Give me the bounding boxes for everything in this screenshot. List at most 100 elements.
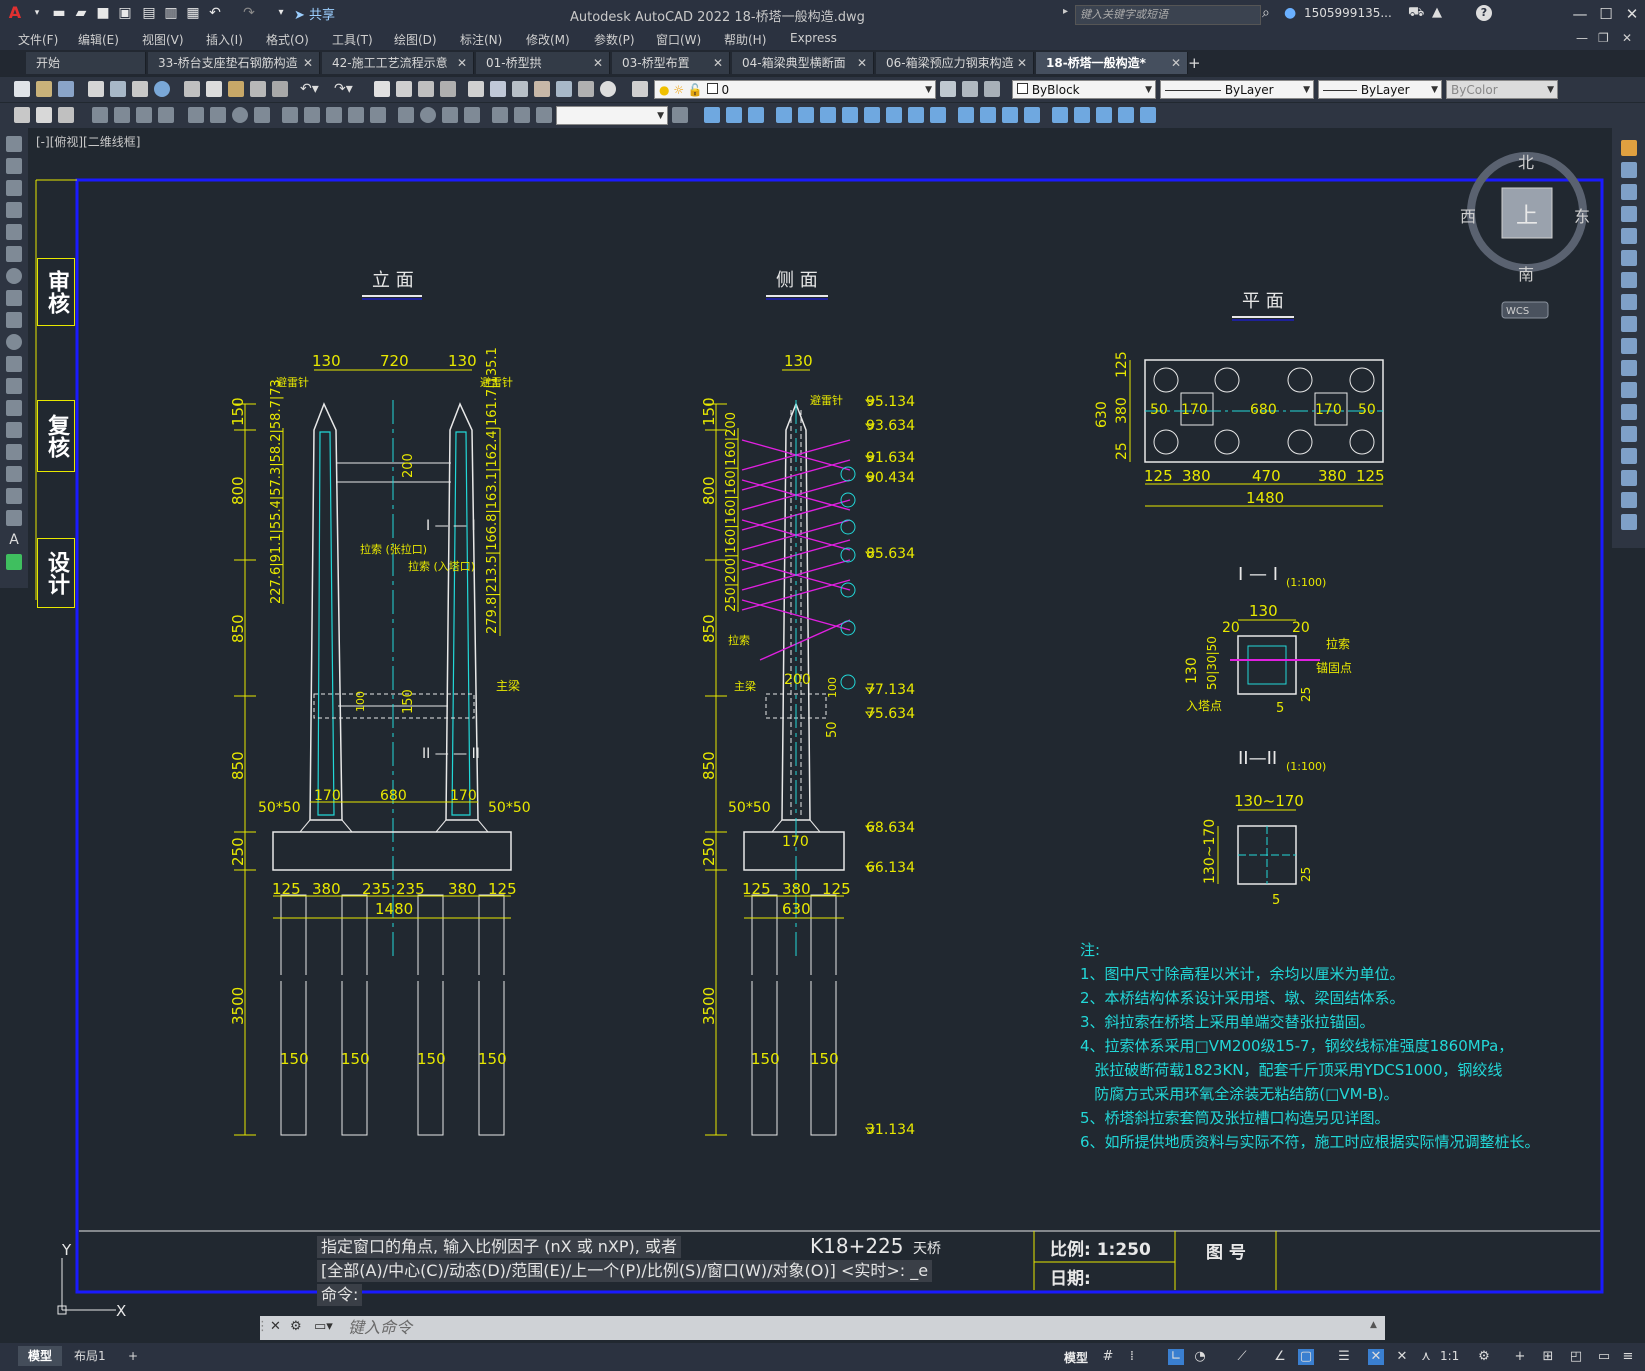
plot-preview-icon[interactable] (110, 81, 126, 97)
redo-icon[interactable]: ↷ (243, 5, 255, 21)
tab-file[interactable]: 01-桥型拱✕ (476, 52, 610, 74)
plot-icon[interactable]: ▦ (186, 5, 200, 21)
copy-icon[interactable] (206, 81, 222, 97)
inspect-icon[interactable] (442, 107, 458, 123)
join-icon[interactable] (1621, 426, 1637, 442)
save-as-icon[interactable]: ▣ (118, 5, 132, 21)
join-icon[interactable] (980, 107, 996, 123)
mirror-icon[interactable] (1621, 184, 1637, 200)
command-input[interactable]: 键入命令 (348, 1318, 413, 1337)
command-expand-icon[interactable]: ▲ (1370, 1320, 1377, 1330)
mirror-icon[interactable] (748, 107, 764, 123)
table-icon[interactable] (6, 510, 22, 526)
share-button[interactable]: ➤ 共享 (294, 4, 335, 23)
scale-icon[interactable] (864, 107, 880, 123)
jogged-icon[interactable] (210, 107, 226, 123)
lineweight-dropdown[interactable]: ByLayer ▼ (1318, 80, 1442, 99)
erase-icon[interactable] (1621, 140, 1637, 156)
tab-close-icon[interactable]: ✕ (592, 56, 603, 70)
isodraft-icon[interactable]: ⟋ (1237, 1349, 1247, 1364)
model-space-button[interactable]: 模型 (1064, 1351, 1089, 1365)
viewcube-face[interactable] (1501, 187, 1553, 239)
tab-layout1[interactable]: 布局1 (74, 1349, 106, 1363)
layer-states-icon[interactable] (984, 81, 1000, 97)
clean-screen-icon[interactable]: ▭ (1597, 1349, 1611, 1364)
menu-window[interactable]: 窗口(W) (656, 33, 702, 47)
dim-update-icon[interactable] (536, 107, 552, 123)
dim-edit-icon[interactable] (492, 107, 508, 123)
tab-close-icon[interactable]: ✕ (456, 56, 467, 70)
explode-icon[interactable] (1052, 107, 1068, 123)
polyline-icon[interactable] (6, 180, 22, 196)
search-icon[interactable]: ⌕ (1262, 5, 1270, 21)
user-account[interactable]: 1505999135... (1304, 6, 1392, 20)
open-icon[interactable] (36, 81, 52, 97)
polygon-icon[interactable] (6, 202, 22, 218)
plotstyle-dropdown[interactable]: ByColor ▼ (1446, 80, 1558, 99)
offset-icon[interactable] (1621, 206, 1637, 222)
line-icon[interactable] (6, 136, 22, 152)
match-properties-icon[interactable] (250, 81, 266, 97)
linetype-dropdown[interactable]: ByLayer ▼ (1160, 80, 1314, 99)
annotation-scale-icon[interactable]: ⋏ (1421, 1349, 1431, 1364)
sheet-set-icon[interactable] (534, 81, 550, 97)
menu-parametric[interactable]: 参数(P) (594, 33, 635, 47)
save-icon[interactable]: ■ (96, 5, 110, 21)
array-icon[interactable] (798, 107, 814, 123)
baseline-icon[interactable] (304, 107, 320, 123)
annotation-scale-value[interactable]: 1:1 (1440, 1349, 1460, 1363)
paste-icon[interactable] (228, 81, 244, 97)
dim-text-edit-icon[interactable] (514, 107, 530, 123)
undo-icon[interactable]: ↶▾ (300, 81, 319, 97)
ellipse-icon[interactable] (6, 334, 22, 350)
publish-icon[interactable] (132, 81, 148, 97)
user-icon[interactable]: ● (1284, 5, 1297, 21)
redo-icon[interactable]: ↷▾ (334, 81, 353, 97)
linear-dim-icon[interactable] (92, 107, 108, 123)
multiline-text-icon[interactable]: A (9, 532, 19, 548)
customize-chevron-icon[interactable]: ▾ (278, 7, 284, 18)
object-snap-tracking-icon[interactable]: ∠ (1274, 1349, 1286, 1364)
minimize-button[interactable]: — (1572, 5, 1588, 23)
maximize-button[interactable]: ☐ (1599, 5, 1613, 23)
quickcalc-icon[interactable] (578, 81, 594, 97)
extend-icon[interactable] (1621, 360, 1637, 376)
aligned-dim-icon[interactable] (114, 107, 130, 123)
menu-draw[interactable]: 绘图(D) (394, 33, 437, 47)
menu-tools[interactable]: 工具(T) (332, 33, 373, 47)
viewcube[interactable]: 上 北 南 东 西 WCS (1460, 152, 1590, 319)
tab-close-icon[interactable]: ✕ (302, 56, 313, 70)
search-input[interactable]: 键入关键字或短语 (1075, 5, 1261, 25)
scale-icon[interactable] (1621, 294, 1637, 310)
spline-icon[interactable] (6, 312, 22, 328)
radius-icon[interactable] (188, 107, 204, 123)
help-icon[interactable]: ? (1476, 5, 1492, 21)
add-selected-icon[interactable] (6, 554, 22, 570)
menu-help[interactable]: 帮助(H) (724, 33, 767, 47)
tab-close-icon[interactable]: ✕ (712, 56, 723, 70)
tab-model[interactable]: 模型 (18, 1346, 63, 1366)
close-window-button[interactable]: ✕ (1625, 5, 1639, 23)
arc-length-icon[interactable] (136, 107, 152, 123)
menu-modify[interactable]: 修改(M) (526, 33, 570, 47)
extend-icon[interactable] (930, 107, 946, 123)
tab-active-file[interactable]: 18-桥塔一般构造*✕ (1036, 52, 1188, 74)
explode-icon[interactable] (1621, 514, 1637, 530)
object-snap-icon[interactable]: ▢ (1298, 1349, 1314, 1365)
jogged-linear-icon[interactable] (464, 107, 480, 123)
tab-file[interactable]: 33-桥台支座垫石钢筋构造✕ (148, 52, 320, 74)
viewcube-north[interactable]: 北 (1518, 153, 1534, 172)
break-icon[interactable] (958, 107, 974, 123)
tolerance-icon[interactable] (398, 107, 414, 123)
offset-icon[interactable] (776, 107, 792, 123)
quick-dim-icon[interactable] (282, 107, 298, 123)
region-icon[interactable] (6, 488, 22, 504)
layer-properties-icon[interactable] (632, 81, 648, 97)
wcs-button[interactable] (1501, 301, 1549, 319)
tab-close-icon[interactable]: ✕ (1170, 56, 1181, 70)
ortho-icon[interactable]: ∟ (1168, 1349, 1184, 1365)
tab-file[interactable]: 03-桥型布置✕ (612, 52, 730, 74)
color-dropdown[interactable]: ByBlock ▼ (1012, 80, 1156, 99)
center-mark-icon[interactable] (420, 107, 436, 123)
viewcube-ring[interactable] (1467, 152, 1587, 272)
